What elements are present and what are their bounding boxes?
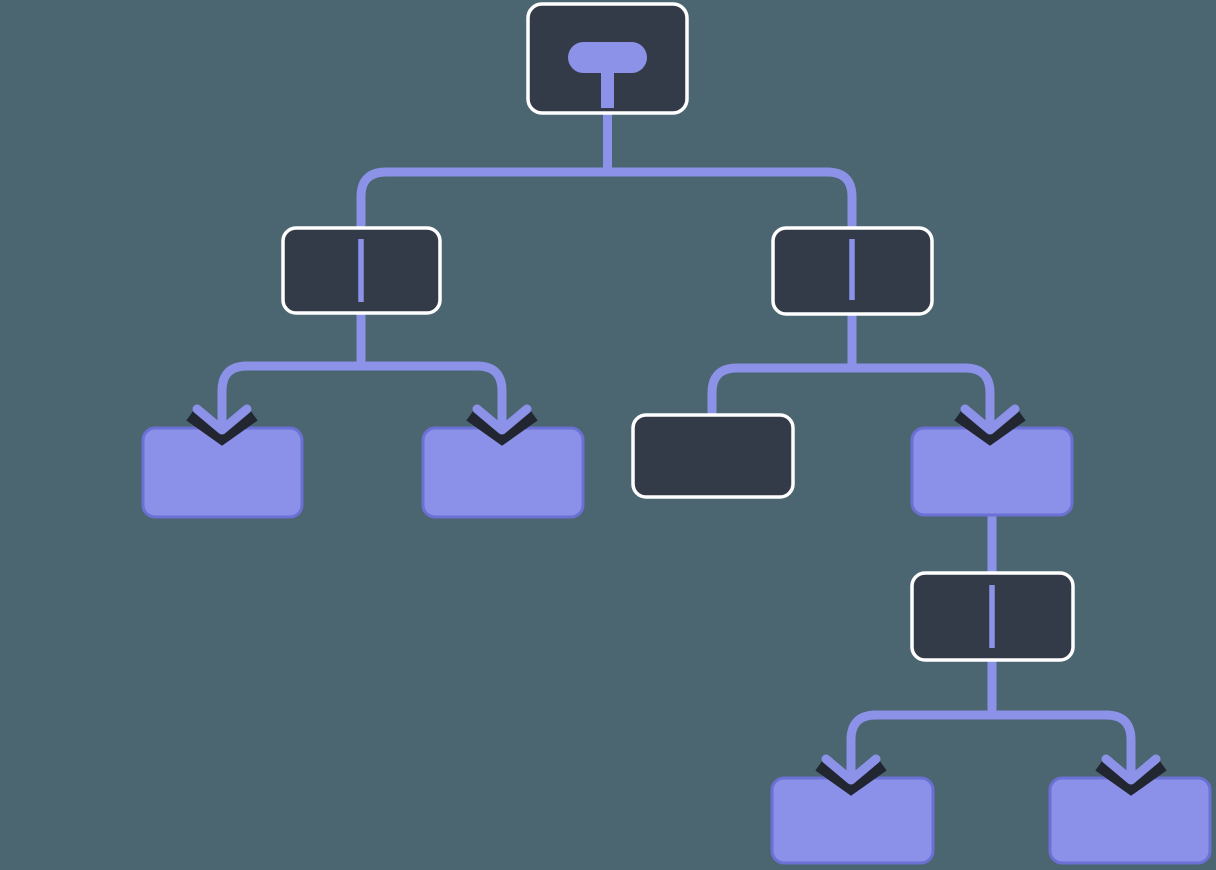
drop-arrow-head [1101,754,1161,785]
connector-root-bracket [356,167,857,229]
connector-bottom-bracket [846,710,1136,776]
drop-arrow-icon-leaf-1 [186,404,258,446]
connector-right-bracket [707,363,995,426]
drop-arrow-icon-leaf-2 [466,404,538,446]
drop-arrow-head [472,404,532,435]
root-pill-icon [568,42,647,73]
drop-arrow-dark-chevron [954,407,1026,446]
node-card[interactable] [631,413,795,499]
drop-arrow-dark-chevron [466,407,538,446]
drop-arrow-dark-chevron [186,407,258,446]
drop-arrow-head [821,754,881,785]
drop-arrow-head [960,404,1020,435]
drop-arrow-icon-leaf-5 [1095,754,1167,796]
drop-arrow-dark-chevron [1095,757,1167,796]
drop-arrow-icon-leaf-4 [815,754,887,796]
drop-arrow-head [192,404,252,435]
drop-arrow-icon-leaf-3 [954,404,1026,446]
connector-left-bracket [217,361,507,426]
drop-arrow-dark-chevron [815,757,887,796]
